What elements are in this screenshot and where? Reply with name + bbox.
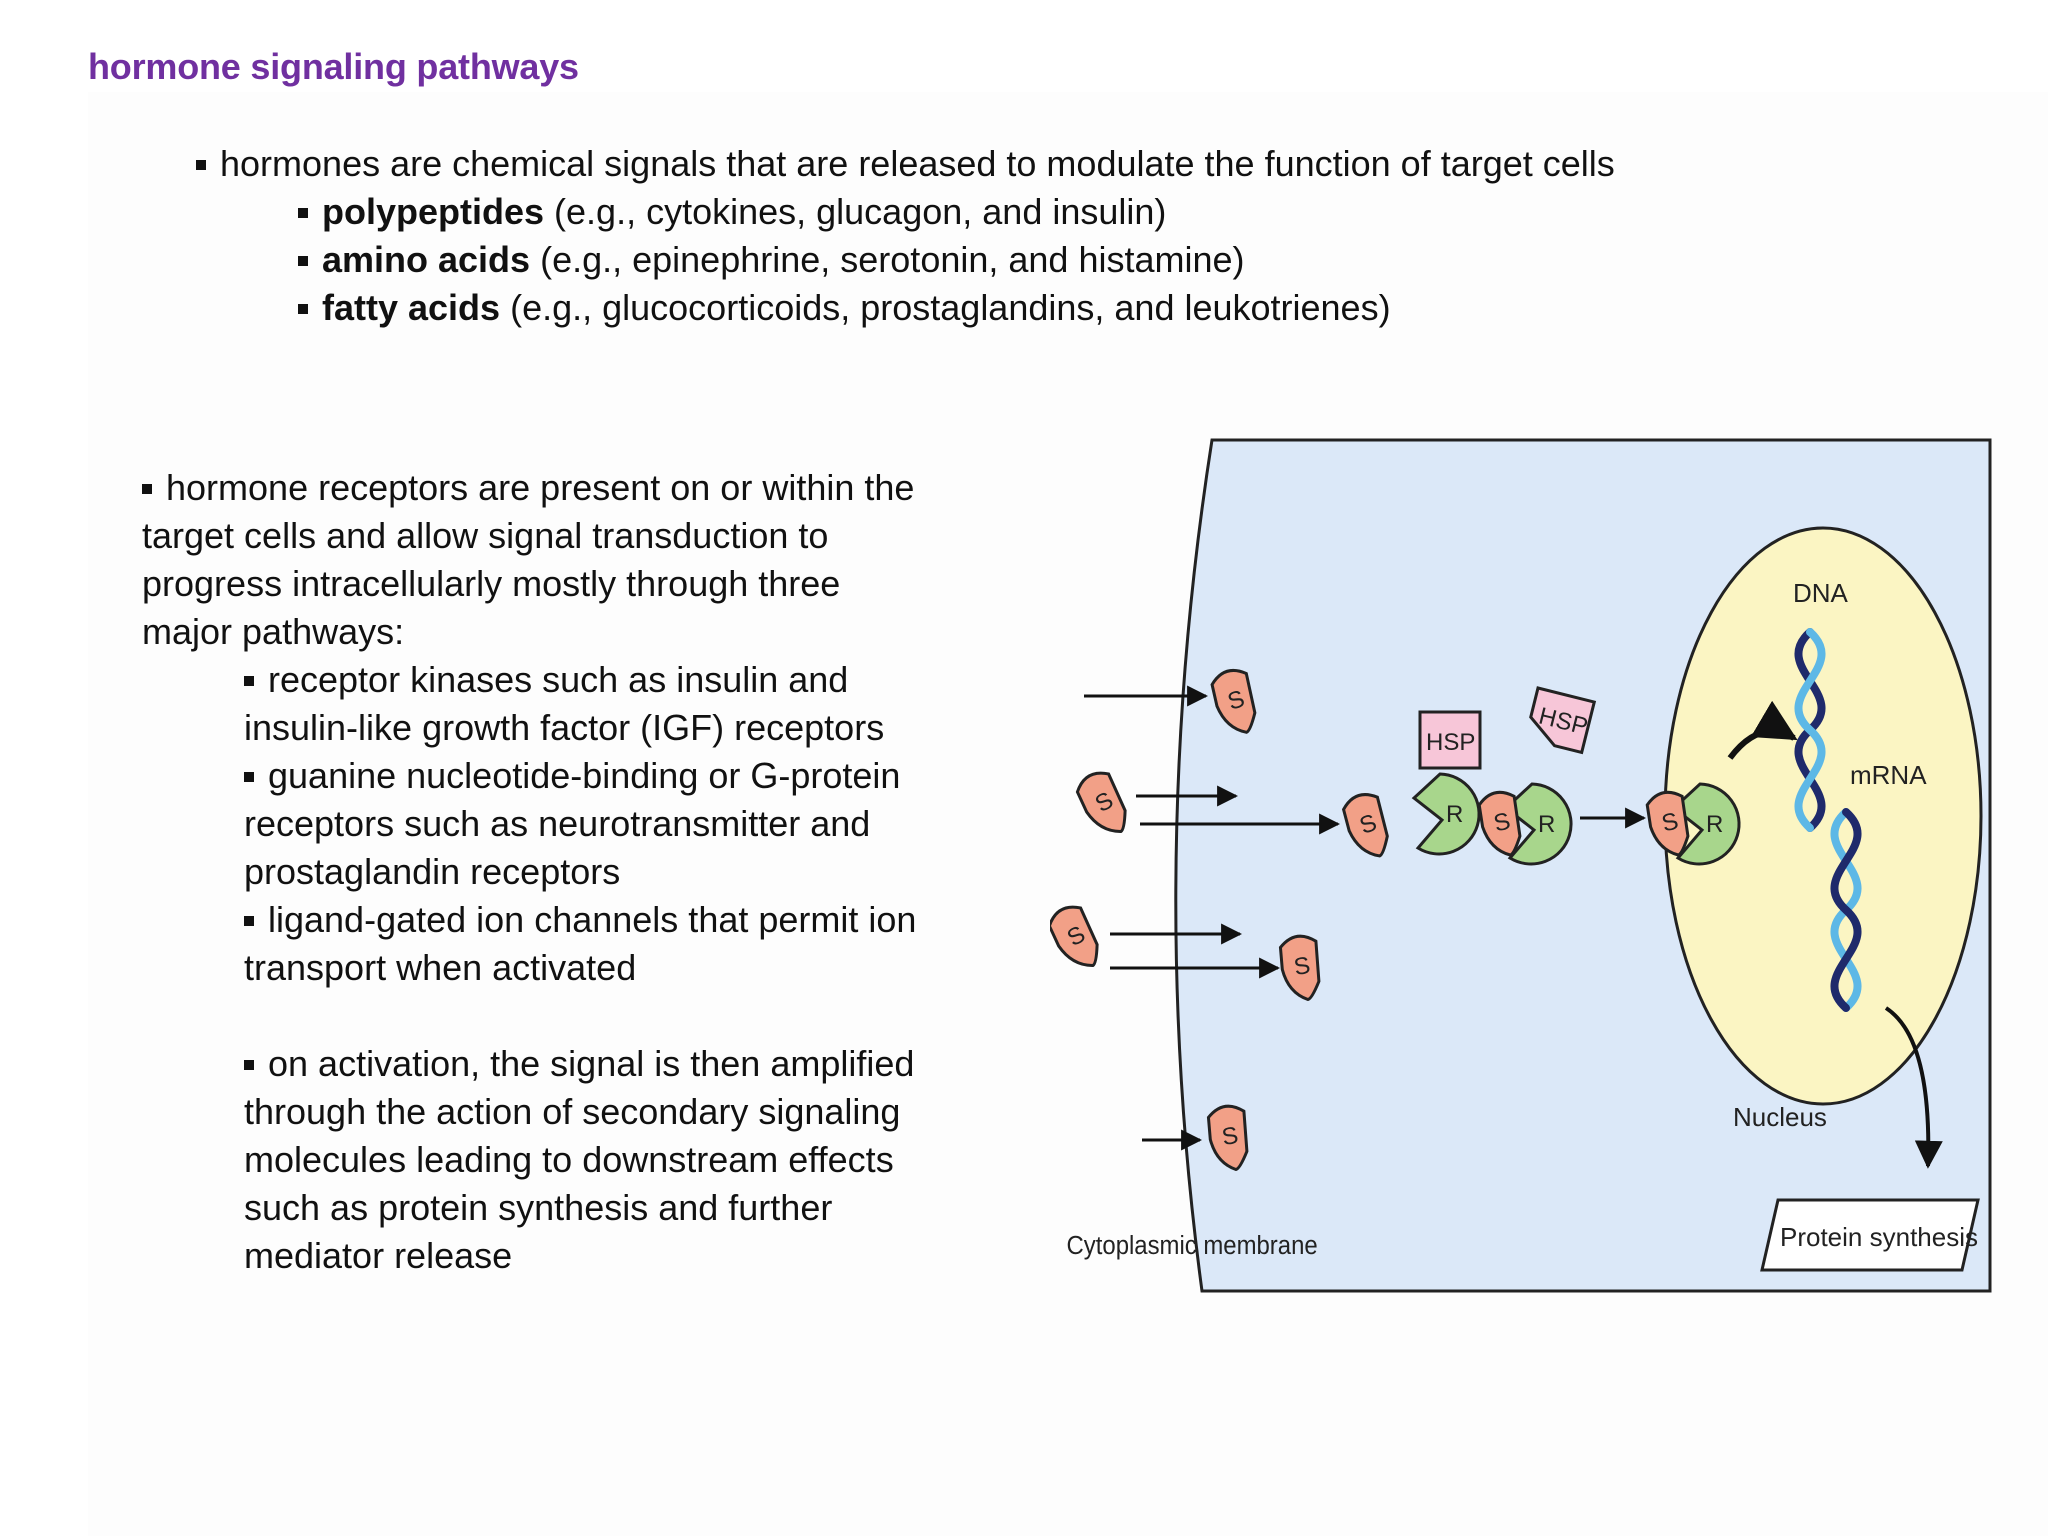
- activation-line: such as protein synthesis and further: [244, 1187, 833, 1228]
- steroid-signaling-diagram: Cytoplasmic membrane Nucleus DNA mRNA Pr…: [1050, 438, 1992, 1293]
- bullet-marker: [298, 256, 308, 266]
- receptor-complex: R S: [1477, 782, 1573, 866]
- hsp-label: HSP: [1426, 729, 1475, 756]
- receptor: R: [1411, 772, 1481, 856]
- receptor-complex-nucleus: R S: [1645, 782, 1741, 866]
- steroid-molecules: S S S S S S: [1050, 669, 1389, 1172]
- protein-synthesis-label: Protein synthesis: [1780, 1222, 1978, 1252]
- receptor-label: R: [1706, 811, 1723, 838]
- pathway-line: receptors such as neurotransmitter and: [244, 803, 871, 844]
- bullet-amino-acids: amino acids (e.g., epinephrine, serotoni…: [298, 236, 1615, 284]
- incoming-arrows: [1084, 685, 1647, 1151]
- pathway-line: transport when activated: [244, 947, 637, 988]
- steroid-label: S: [1491, 807, 1513, 837]
- steroid-molecule: S: [1206, 1104, 1249, 1172]
- arrow-to-protein-synthesis: [1884, 1006, 1943, 1169]
- steroid-molecule: S: [1050, 905, 1099, 967]
- steroid-molecule: S: [1645, 790, 1690, 857]
- receptors-paragraph: hormone receptors are present on or with…: [142, 464, 914, 656]
- steroid-label: S: [1220, 1122, 1240, 1151]
- activation-line: molecules leading to downstream effects: [244, 1139, 894, 1180]
- dna-helix: [1794, 628, 1826, 832]
- membrane-label: Cytoplasmic membrane: [1067, 1231, 1318, 1260]
- bullet-marker: [244, 1060, 254, 1070]
- bullet-marker: [196, 160, 206, 170]
- protein-synthesis-box: Protein synthesis: [1760, 1198, 1980, 1272]
- receptor-label: R: [1538, 811, 1555, 838]
- activation-paragraph: on activation, the signal is then amplif…: [244, 1040, 914, 1280]
- steroid-label: S: [1292, 952, 1312, 981]
- hsp-box: HSP: [1418, 710, 1482, 770]
- top-bullets: hormones are chemical signals that are r…: [196, 140, 1615, 332]
- pathway-ion-channels: ligand-gated ion channels that permit io…: [244, 896, 916, 944]
- bullet-marker: [244, 916, 254, 926]
- steroid-molecule: S: [1278, 934, 1321, 1002]
- pathway-g-protein: guanine nucleotide-binding or G-protein: [244, 752, 916, 800]
- dna-label: DNA: [1793, 578, 1849, 608]
- activation-line: mediator release: [244, 1235, 513, 1276]
- nucleus-label: Nucleus: [1733, 1102, 1827, 1132]
- pathway-receptor-kinases: receptor kinases such as insulin and: [244, 656, 916, 704]
- hsp-box: HSP: [1529, 686, 1597, 755]
- bullet-fatty-acids: fatty acids (e.g., glucocorticoids, pros…: [298, 284, 1615, 332]
- bullet-marker: [298, 208, 308, 218]
- receptors-line: progress intracellularly mostly through …: [142, 563, 841, 604]
- steroid-molecule: S: [1075, 771, 1127, 833]
- mrna-strand: [1830, 808, 1862, 1012]
- bullet-intro: hormones are chemical signals that are r…: [196, 140, 1615, 188]
- pathways-list: receptor kinases such as insulin and ins…: [244, 656, 916, 992]
- mrna-label: mRNA: [1850, 760, 1927, 790]
- steroid-molecule: S: [1210, 669, 1257, 734]
- bullet-marker: [298, 304, 308, 314]
- receptors-line: major pathways:: [142, 611, 405, 652]
- pathway-line: insulin-like growth factor (IGF) recepto…: [244, 707, 885, 748]
- receptors-line: hormone receptors are present on or with…: [142, 464, 914, 512]
- steroid-label: S: [1224, 685, 1248, 716]
- activation-line: on activation, the signal is then amplif…: [244, 1040, 914, 1088]
- slide-title: hormone signaling pathways: [88, 46, 579, 87]
- pathway-line: prostaglandin receptors: [244, 851, 621, 892]
- receptors-line: target cells and allow signal transducti…: [142, 515, 829, 556]
- bullet-polypeptides: polypeptides (e.g., cytokines, glucagon,…: [298, 188, 1615, 236]
- curved-arrow-to-dna: [1727, 700, 1798, 760]
- steroid-label: S: [1659, 807, 1681, 837]
- bullet-marker: [244, 676, 254, 686]
- steroid-molecule: S: [1341, 793, 1389, 858]
- receptor-label: R: [1446, 801, 1463, 828]
- bullet-marker: [142, 484, 152, 494]
- activation-line: through the action of secondary signalin…: [244, 1091, 901, 1132]
- steroid-molecule: S: [1477, 790, 1522, 857]
- bullet-marker: [244, 772, 254, 782]
